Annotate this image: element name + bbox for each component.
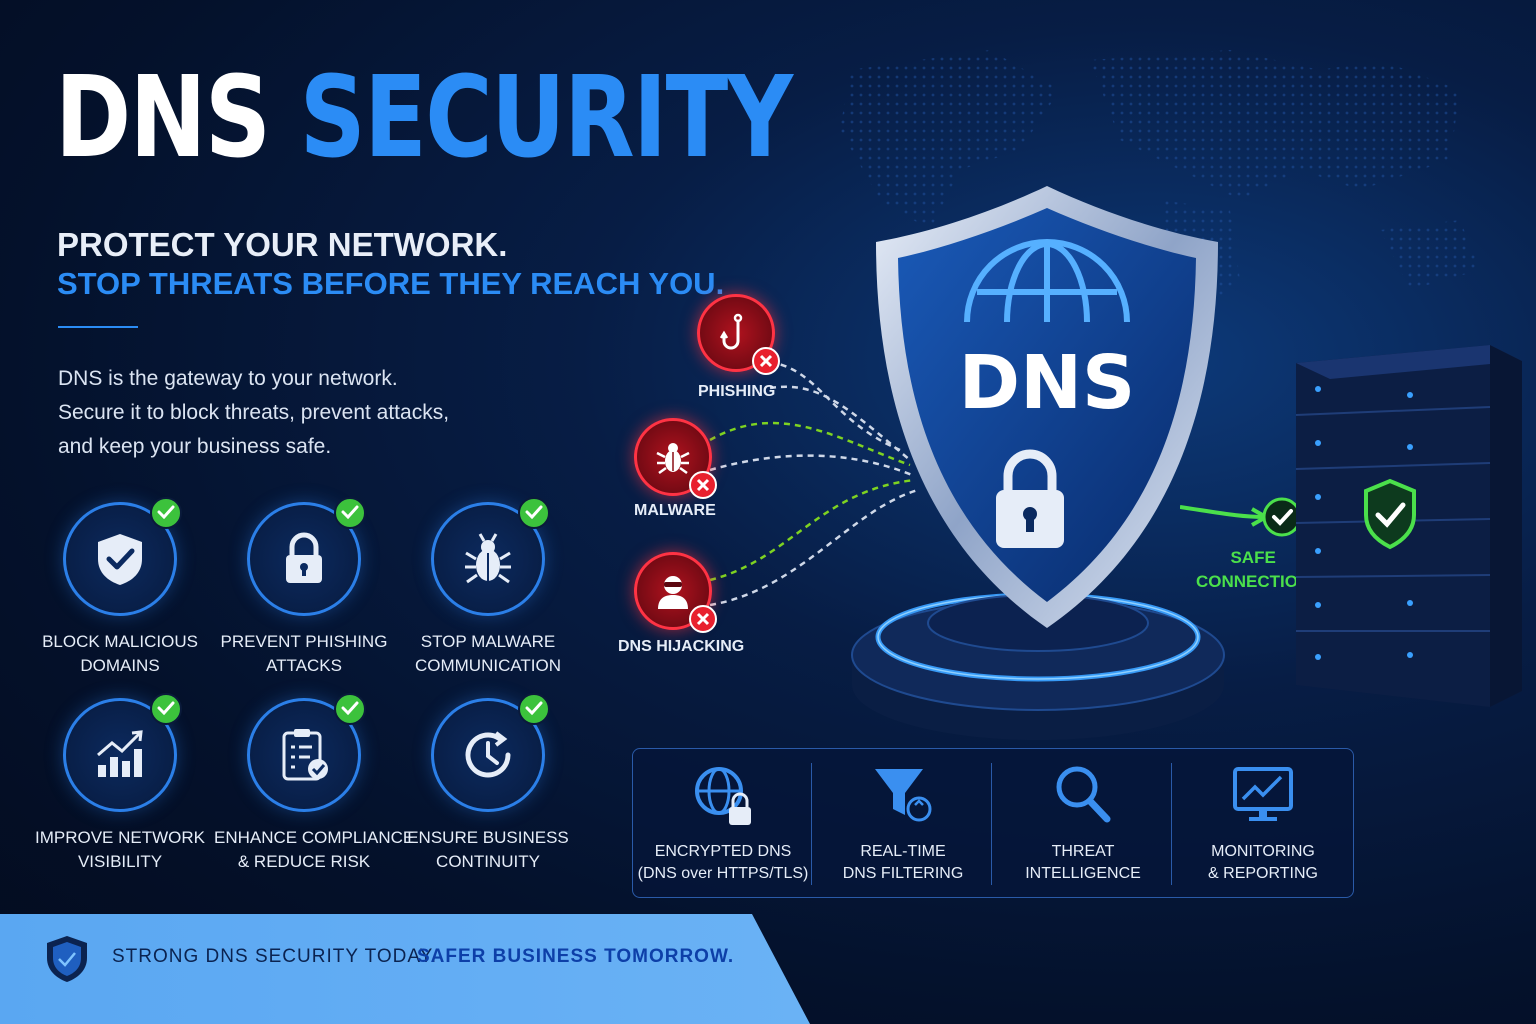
feature-ring bbox=[247, 497, 366, 616]
capability-encrypted-dns: ENCRYPTED DNS(DNS over HTTPS/TLS) bbox=[633, 749, 813, 897]
threat-label-phishing: PHISHING bbox=[698, 383, 776, 400]
intro-line-2: Secure it to block threats, prevent atta… bbox=[58, 401, 450, 424]
divider bbox=[58, 326, 138, 328]
dns-shield bbox=[876, 186, 1218, 628]
safe-connection-label: SAFE CONNECTION bbox=[1196, 548, 1311, 591]
shield-padlock-icon bbox=[996, 449, 1064, 548]
page-title: DNS SECURITY bbox=[55, 62, 793, 174]
bug-icon bbox=[465, 533, 511, 584]
blocked-x-icon bbox=[752, 347, 780, 375]
capability-label: MONITORING& REPORTING bbox=[1208, 843, 1318, 882]
feature-enhance-compliance: ENHANCE COMPLIANCE& REDUCE RISK bbox=[214, 693, 415, 874]
blocked-x-icon bbox=[689, 605, 717, 633]
globe-lock-icon bbox=[695, 767, 751, 825]
panel-separator bbox=[811, 763, 812, 885]
title-security: SECURITY bbox=[299, 53, 793, 183]
feature-ring bbox=[63, 693, 182, 812]
capability-label: ENCRYPTED DNS(DNS over HTTPS/TLS) bbox=[637, 843, 809, 882]
check-badge-icon bbox=[150, 497, 182, 529]
footer-shield-icon bbox=[47, 936, 87, 982]
feature-ring bbox=[431, 693, 550, 812]
threat-circle bbox=[634, 418, 717, 499]
capabilities-panel: ENCRYPTED DNS(DNS over HTTPS/TLS) REAL-T… bbox=[632, 748, 1354, 898]
check-badge-icon bbox=[518, 693, 550, 725]
padlock-icon bbox=[286, 532, 322, 583]
panel-separator bbox=[991, 763, 992, 885]
world-map-background bbox=[840, 50, 1480, 320]
feature-ring bbox=[431, 497, 550, 616]
check-badge-icon bbox=[518, 497, 550, 529]
server-rack bbox=[1295, 345, 1522, 707]
shield-check-icon bbox=[98, 534, 142, 585]
panel-separator bbox=[1171, 763, 1172, 885]
threat-circle bbox=[697, 294, 780, 375]
title-dns: DNS bbox=[55, 53, 271, 183]
threat-label-dns-hijacking: DNS HIJACKING bbox=[618, 638, 745, 655]
threat-connection-lines bbox=[709, 360, 919, 607]
feature-ring bbox=[63, 497, 182, 616]
clock-refresh-icon bbox=[465, 731, 511, 778]
footer-banner: STRONG DNS SECURITY TODAY. SAFER BUSINES… bbox=[0, 914, 810, 1024]
subtitle-line-2: STOP THREATS BEFORE THEY REACH YOU. bbox=[57, 266, 725, 301]
footer-text-2: SAFER BUSINESS TOMORROW. bbox=[417, 946, 735, 967]
intro-text: DNS is the gateway to your network. Secu… bbox=[58, 362, 518, 464]
feature-label: ENHANCE COMPLIANCE& REDUCE RISK bbox=[214, 828, 415, 871]
threat-phishing bbox=[697, 294, 780, 375]
hacker-icon bbox=[658, 576, 688, 609]
fish-hook-icon bbox=[719, 313, 743, 350]
feature-ring bbox=[247, 693, 366, 812]
threat-dns-hijacking bbox=[634, 552, 717, 633]
monitor-chart-icon bbox=[1233, 767, 1293, 821]
footer-text-1: STRONG DNS SECURITY TODAY. bbox=[112, 946, 438, 967]
threat-circle bbox=[634, 552, 717, 633]
threat-malware bbox=[634, 418, 717, 499]
blocked-x-icon bbox=[689, 471, 717, 499]
magnifier-icon bbox=[1056, 766, 1111, 823]
bug-icon bbox=[656, 443, 690, 475]
check-badge-icon bbox=[334, 693, 366, 725]
intro-line-1: DNS is the gateway to your network. bbox=[58, 367, 398, 390]
check-badge-icon bbox=[150, 693, 182, 725]
capability-monitoring-reporting: MONITORING& REPORTING bbox=[1173, 749, 1353, 897]
intro-line-3: and keep your business safe. bbox=[58, 435, 332, 458]
subtitle-line-1: PROTECT YOUR NETWORK. bbox=[57, 226, 508, 263]
shield-dns-label: DNS bbox=[958, 340, 1136, 426]
bar-chart-icon bbox=[97, 730, 143, 777]
clipboard-check-icon bbox=[282, 729, 328, 781]
check-badge-icon bbox=[334, 497, 366, 529]
filter-funnel-icon bbox=[875, 769, 932, 822]
threat-label-malware: MALWARE bbox=[634, 502, 716, 519]
shield-pedestal bbox=[851, 592, 1225, 740]
